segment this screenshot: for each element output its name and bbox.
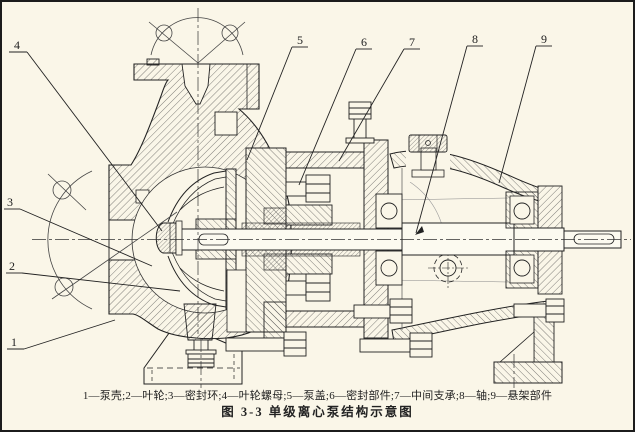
casing-pocket xyxy=(214,111,238,136)
callout-5: 5 xyxy=(246,33,308,161)
figure-title: 图 3-3 单级离心泵结构示意图 xyxy=(221,405,414,419)
discharge-flange-boss xyxy=(146,58,160,66)
svg-text:9: 9 xyxy=(541,32,547,46)
discharge-bore xyxy=(181,63,211,105)
parts-list-caption: 1—泵壳;2—叶轮;3—密封环;4—叶轮螺母;5—泵盖;6—密封部件;7—中间支… xyxy=(82,390,553,402)
bearing-ball xyxy=(513,259,531,277)
callout-1: 1 xyxy=(7,319,116,350)
packing-rings-lower xyxy=(263,253,287,271)
callout-3: 3 xyxy=(4,195,153,267)
bolt-hole-symbol xyxy=(155,24,173,42)
support-bolt xyxy=(359,332,433,358)
gland-bolt-lower xyxy=(285,273,331,302)
support-sleeve-bottom xyxy=(285,310,365,328)
suction-flange-phantom-arc xyxy=(47,170,93,310)
bracket-joint-bolt xyxy=(353,298,413,324)
ball-bearings xyxy=(375,191,539,289)
cover-foot xyxy=(226,269,247,333)
callout-4: 4 xyxy=(9,38,163,232)
casing-cover-bolt xyxy=(225,331,307,357)
svg-text:4: 4 xyxy=(14,38,20,52)
svg-text:6: 6 xyxy=(361,35,367,49)
bolt-hole-symbol xyxy=(52,180,72,200)
bearing-ball xyxy=(513,202,531,220)
svg-text:8: 8 xyxy=(472,32,478,46)
impeller-nut xyxy=(155,220,183,256)
oil-filler-cap xyxy=(406,132,450,182)
cover-rim-bottom xyxy=(263,301,287,339)
gland-bolt-upper xyxy=(285,174,331,203)
callout-6: 6 xyxy=(298,35,372,186)
svg-text:1: 1 xyxy=(11,335,17,349)
phantom-flange-views xyxy=(47,17,246,310)
svg-text:3: 3 xyxy=(7,195,13,209)
shaft-center-section xyxy=(401,222,515,256)
svg-text:2: 2 xyxy=(9,259,15,273)
bottom-fasteners xyxy=(183,298,433,368)
callout-8: 8 xyxy=(415,32,483,235)
callouts: 1 2 3 4 5 6 7 8 xyxy=(4,32,552,350)
bolt-hole-symbol xyxy=(221,24,239,42)
shaft-sleeve-top xyxy=(241,222,361,230)
shaft-sleeve-bottom xyxy=(241,249,361,257)
foot-bolt xyxy=(513,298,565,323)
discharge-flange-phantom-arc xyxy=(150,17,244,56)
casing-foot-lug xyxy=(183,303,217,341)
packing-rings-upper xyxy=(263,207,287,225)
callout-9: 9 xyxy=(498,32,552,184)
bracket-foot xyxy=(493,298,565,384)
centerlines xyxy=(32,8,631,388)
bearing-ball xyxy=(380,259,398,277)
stuffing-box-upper xyxy=(285,204,333,226)
callout-7: 7 xyxy=(338,35,420,162)
callout-2: 2 xyxy=(6,259,181,292)
svg-text:5: 5 xyxy=(297,33,303,47)
svg-text:7: 7 xyxy=(409,35,415,49)
bearing-ball xyxy=(380,202,398,220)
shaft-keyway xyxy=(573,233,615,245)
support-sleeve-top xyxy=(285,151,365,169)
stuffing-box-lower xyxy=(285,253,333,275)
